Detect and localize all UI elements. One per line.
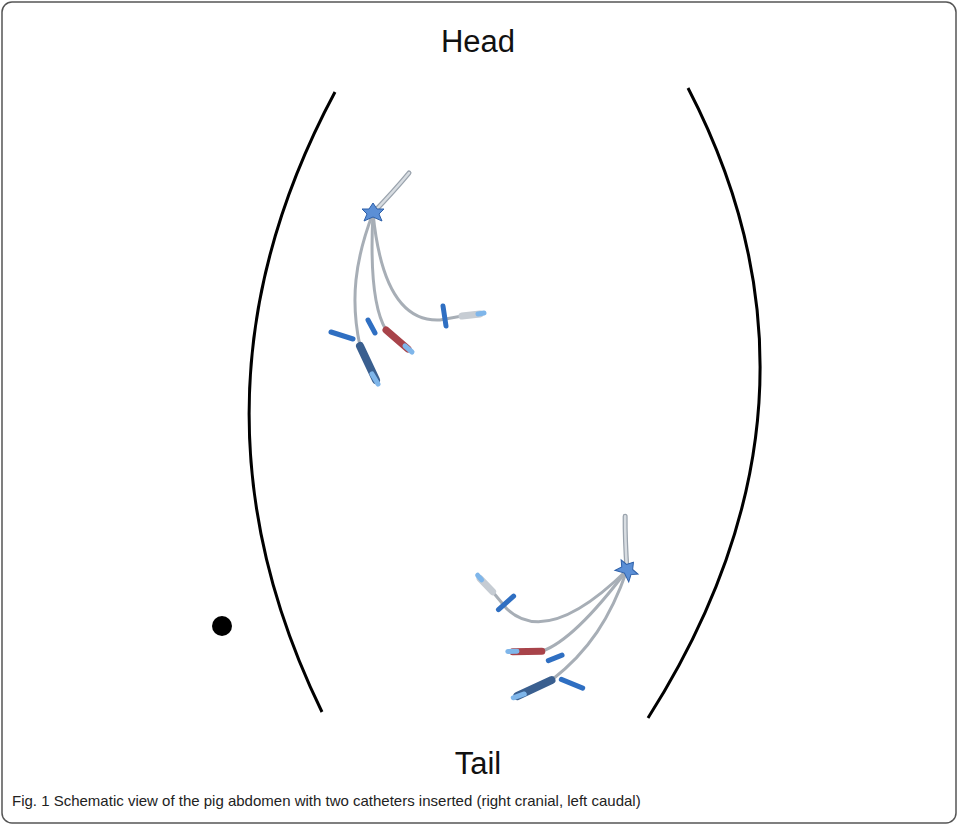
abdomen-left-outline: [249, 92, 335, 712]
abdomen-right-outline: [648, 88, 760, 718]
caudal-catheter: [432, 468, 685, 728]
cranial-catheter: [331, 173, 484, 384]
marker-dot: [212, 616, 232, 636]
orientation-label: Head: [441, 24, 515, 60]
orientation-label: Tail: [455, 746, 502, 782]
figure-caption: Fig. 1 Schematic view of the pig abdomen…: [12, 792, 641, 809]
